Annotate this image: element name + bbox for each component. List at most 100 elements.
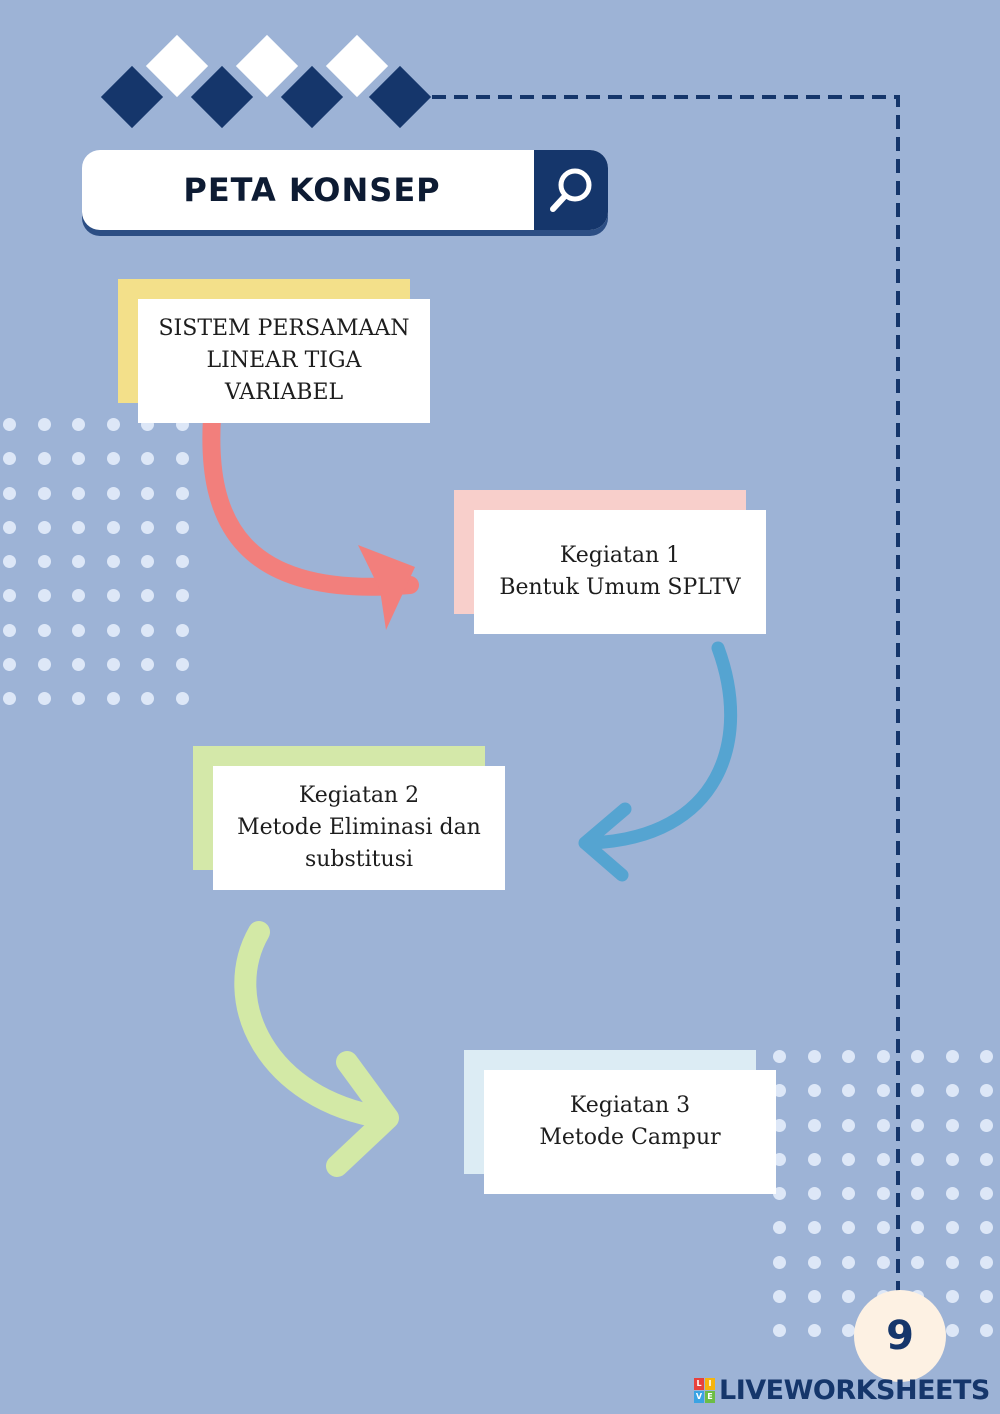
dot <box>773 1152 786 1166</box>
activity-2-title: Kegiatan 2 <box>298 783 420 808</box>
dot <box>175 658 189 672</box>
activity-3-subtitle: Metode Campur <box>539 1125 721 1150</box>
liveworksheets-brand[interactable]: L I V E LIVEWORKSHEETS <box>694 1372 990 1408</box>
dot <box>141 486 154 500</box>
dot <box>842 1152 855 1166</box>
liveworksheets-logo-icon: L I V E <box>694 1377 715 1403</box>
page-title: PETA KONSEP <box>183 171 441 209</box>
dot <box>911 1152 924 1166</box>
dot <box>3 555 16 569</box>
dot <box>175 555 189 569</box>
activity-1-subtitle: Bentuk Umum SPLTV <box>499 575 741 600</box>
activity-2-subtitle-line-1: Metode Eliminasi dan <box>237 815 481 840</box>
dot <box>980 1187 993 1201</box>
dot <box>911 1084 924 1098</box>
dot <box>106 520 120 534</box>
dot <box>876 1221 890 1235</box>
dot <box>72 589 85 603</box>
title-search-bar: PETA KONSEP <box>82 150 608 230</box>
dot <box>72 623 85 637</box>
main-topic-line-2: LINEAR TIGA <box>206 348 362 373</box>
dot <box>945 1255 959 1269</box>
dot <box>3 486 16 500</box>
dot <box>842 1084 855 1098</box>
dot <box>911 1255 924 1269</box>
dot <box>3 418 16 431</box>
dot <box>980 1050 993 1063</box>
arrow-main-to-k1 <box>202 409 419 630</box>
dot <box>807 1118 821 1132</box>
dot <box>980 1255 993 1269</box>
dot <box>807 1152 821 1166</box>
dot <box>773 1187 786 1201</box>
dot <box>37 623 51 637</box>
activity-1-card: Kegiatan 1 Bentuk Umum SPLTV <box>474 510 766 634</box>
dot <box>807 1084 821 1098</box>
dot <box>842 1050 855 1063</box>
dot <box>807 1187 821 1201</box>
main-topic-card: SISTEM PERSAMAAN LINEAR TIGA VARIABEL <box>138 299 430 423</box>
dot <box>141 658 154 672</box>
dot <box>876 1255 890 1269</box>
page-number-badge: 9 <box>854 1290 946 1382</box>
dot <box>945 1118 959 1132</box>
dot <box>3 452 16 466</box>
dot <box>945 1290 959 1304</box>
dot <box>807 1050 821 1063</box>
dot <box>876 1187 890 1201</box>
dot <box>106 589 120 603</box>
dot <box>175 520 189 534</box>
dot <box>106 486 120 500</box>
dot <box>842 1221 855 1235</box>
dot <box>807 1290 821 1304</box>
dot <box>72 658 85 672</box>
dot <box>37 520 51 534</box>
dot <box>141 692 154 706</box>
dot <box>175 623 189 637</box>
dot <box>141 452 154 466</box>
dot <box>72 555 85 569</box>
dot <box>945 1221 959 1235</box>
dot <box>842 1255 855 1269</box>
dot <box>175 589 189 603</box>
dot <box>876 1050 890 1063</box>
dot <box>37 589 51 603</box>
activity-1-title: Kegiatan 1 <box>559 543 681 568</box>
arrow-k1-to-k2 <box>578 641 738 882</box>
dot <box>911 1221 924 1235</box>
dot <box>72 692 85 706</box>
dot <box>37 692 51 706</box>
dot <box>175 486 189 500</box>
dot <box>945 1084 959 1098</box>
dot <box>106 418 120 431</box>
dot <box>773 1050 786 1063</box>
dot <box>106 555 120 569</box>
dot <box>876 1118 890 1132</box>
dot <box>773 1118 786 1132</box>
dot <box>980 1290 993 1304</box>
dot <box>37 452 51 466</box>
dot <box>807 1255 821 1269</box>
activity-3-card: Kegiatan 3 Metode Campur <box>484 1070 776 1194</box>
search-icon <box>550 168 592 212</box>
dot <box>980 1084 993 1098</box>
dot <box>945 1187 959 1201</box>
dot <box>72 520 85 534</box>
arrow-k2-to-k3 <box>234 921 399 1177</box>
brand-text: LIVEWORKSHEETS <box>719 1374 990 1406</box>
dot <box>106 658 120 672</box>
dot <box>842 1290 855 1304</box>
dot <box>945 1152 959 1166</box>
search-button <box>534 150 608 230</box>
dot <box>175 692 189 706</box>
dot <box>141 520 154 534</box>
dot <box>807 1324 821 1338</box>
dot <box>37 658 51 672</box>
dot <box>980 1152 993 1166</box>
dot <box>141 589 154 603</box>
dot <box>945 1050 959 1063</box>
dot <box>3 589 16 603</box>
dot <box>37 418 51 431</box>
activity-2-card: Kegiatan 2 Metode Eliminasi dan substitu… <box>213 766 505 890</box>
